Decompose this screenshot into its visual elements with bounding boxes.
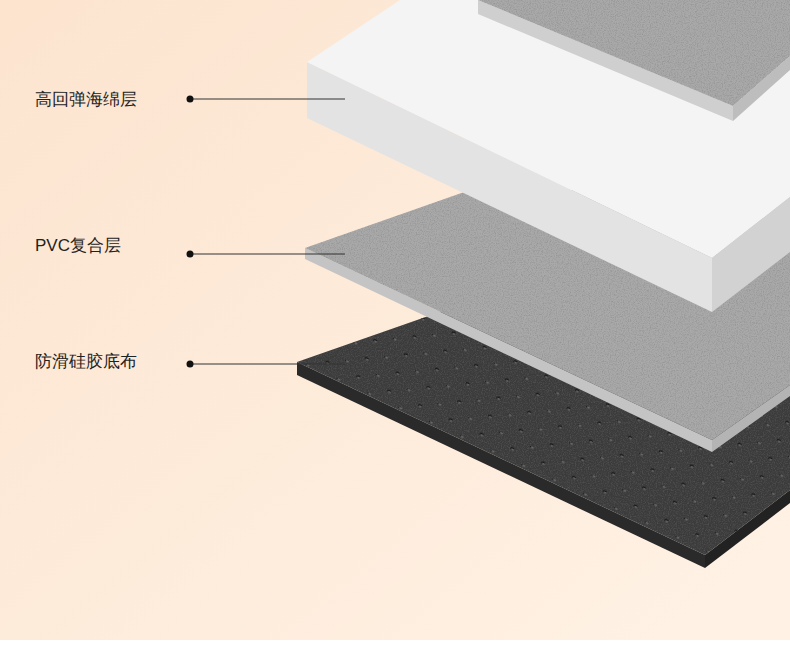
part-label: PVC复合层 bbox=[35, 236, 121, 256]
leader-line bbox=[190, 99, 345, 100]
leader-line bbox=[190, 254, 345, 255]
top-layer bbox=[478, 0, 790, 121]
part-label: 高回弹海绵层 bbox=[35, 90, 137, 110]
leader-dot bbox=[187, 361, 194, 368]
leader-line bbox=[190, 364, 345, 365]
leader-dot bbox=[187, 251, 194, 258]
bottom-strip bbox=[0, 640, 790, 645]
leader-lines bbox=[187, 96, 346, 368]
part-label: 防滑硅胶底布 bbox=[35, 352, 137, 372]
sponge-layer bbox=[307, 0, 790, 312]
leader-dot bbox=[187, 96, 194, 103]
